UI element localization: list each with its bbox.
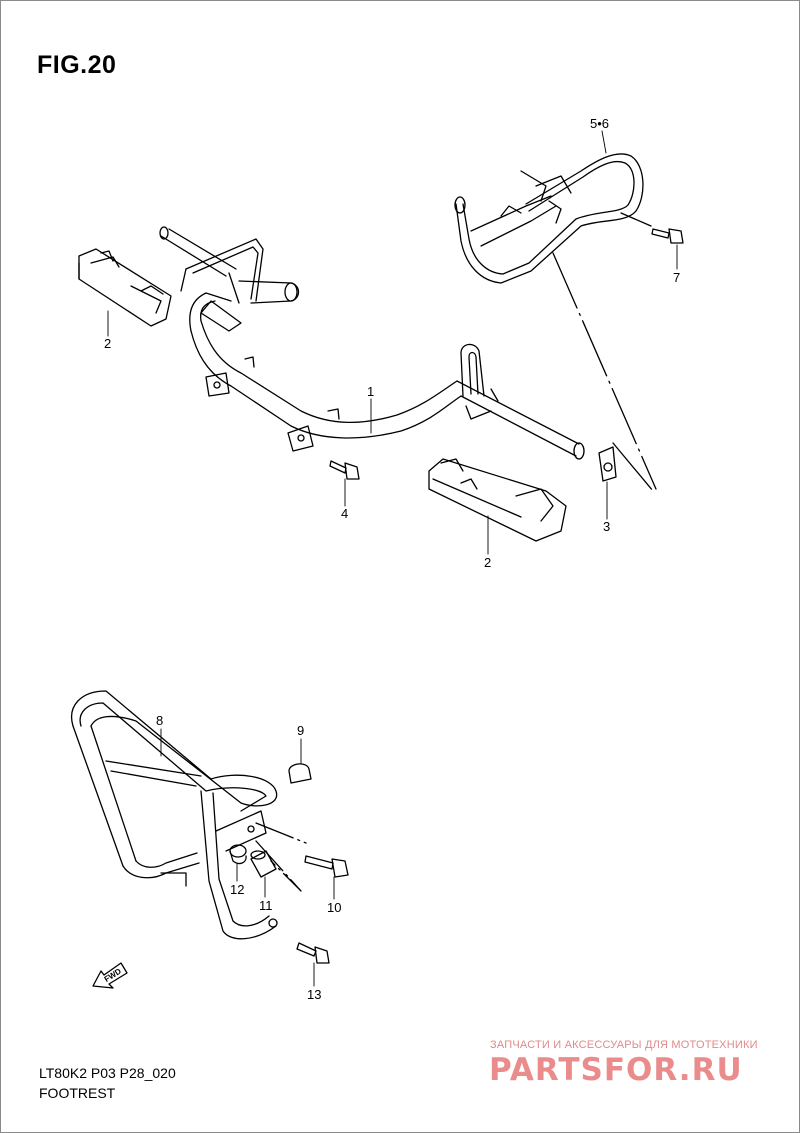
alignment-lines xyxy=(552,212,657,492)
leader-lines xyxy=(107,130,678,987)
callout-4: 4 xyxy=(341,506,348,521)
callout-2-left: 2 xyxy=(104,336,111,351)
callout-3: 3 xyxy=(603,519,610,534)
callout-9: 9 xyxy=(297,723,304,738)
footrest-pad-left xyxy=(78,248,172,327)
figure-title: FIG.20 xyxy=(37,51,117,79)
callout-2-right: 2 xyxy=(484,555,491,570)
lower-alignment-lines xyxy=(255,822,307,892)
grommet-part-9 xyxy=(288,763,312,784)
callout-11: 11 xyxy=(259,898,273,913)
callout-12: 12 xyxy=(230,882,244,897)
guard-part-5-6 xyxy=(454,153,644,284)
callout-labels: 1 2 2 3 4 5•6 7 8 9 10 11 12 13 xyxy=(104,116,680,1002)
guard-part-8 xyxy=(71,690,278,940)
fwd-arrow-icon: FWD xyxy=(92,962,128,989)
callout-1: 1 xyxy=(367,384,374,399)
diagram-code: LT80K2 P03 P28_020 xyxy=(39,1065,176,1081)
bolt-part-13 xyxy=(296,942,330,964)
diagram-caption: FOOTREST xyxy=(39,1085,116,1101)
callout-13: 13 xyxy=(307,987,321,1002)
bolt-part-7 xyxy=(651,228,684,244)
bolt-part-4 xyxy=(329,460,360,480)
callout-10: 10 xyxy=(327,900,341,915)
bolt-part-10 xyxy=(304,855,349,878)
bracket-part-3 xyxy=(598,446,617,482)
collar-part-12 xyxy=(229,844,247,865)
frame-part-1 xyxy=(159,226,585,460)
callout-5-6: 5•6 xyxy=(590,116,609,131)
watermark-tagline: ЗАПЧАСТИ И АКСЕССУАРЫ ДЛЯ МОТОТЕХНИКИ xyxy=(490,1039,758,1051)
footrest-pad-right xyxy=(428,458,567,542)
callout-8: 8 xyxy=(156,713,163,728)
watermark-logo: PARTSFOR.RU xyxy=(489,1052,743,1088)
callout-7: 7 xyxy=(673,270,680,285)
sleeve-part-11 xyxy=(250,850,277,878)
